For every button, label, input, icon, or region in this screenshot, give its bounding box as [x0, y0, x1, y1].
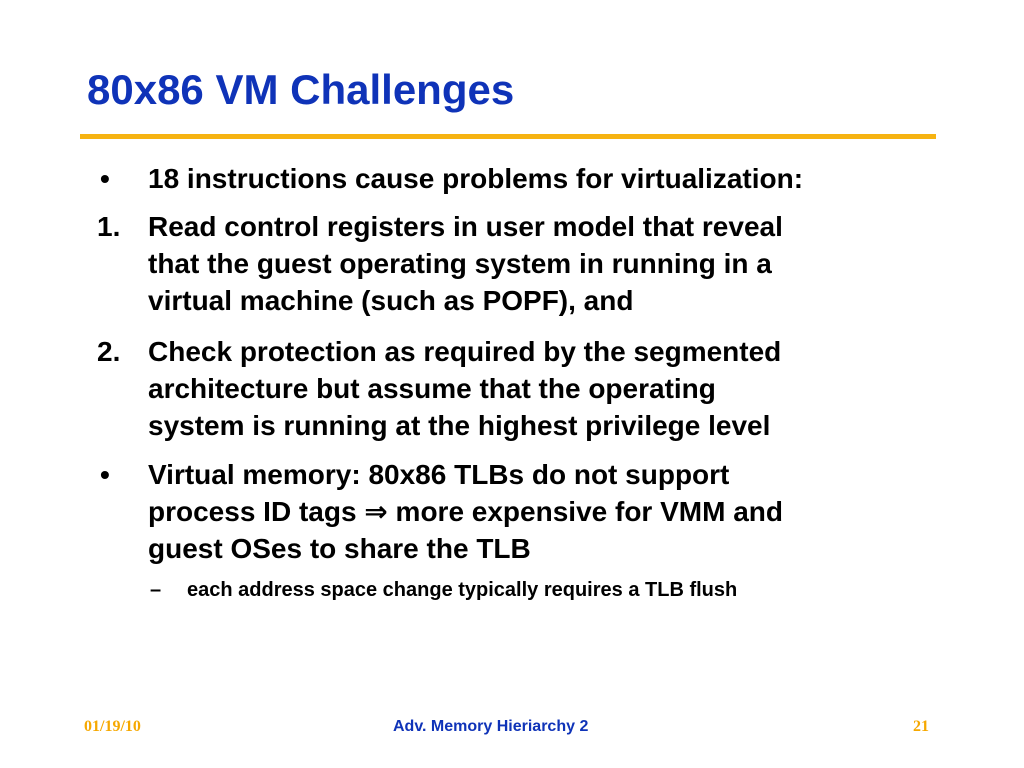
number-marker: 2. — [97, 336, 121, 367]
bullet-marker: • — [100, 459, 110, 490]
footer-title: Adv. Memory Hieriarchy 2 — [393, 718, 589, 735]
bullet-text-line: process ID tags ⇒ more expensive for VMM… — [148, 496, 783, 527]
bullet-text-line: 18 instructions cause problems for virtu… — [148, 163, 804, 194]
item-text-line: virtual machine (such as POPF), and — [148, 285, 634, 316]
number-marker: 1. — [97, 211, 121, 242]
item-text-line: Read control registers in user model tha… — [148, 211, 783, 242]
dash-marker: – — [150, 579, 162, 601]
footer-date: 01/19/10 — [84, 718, 141, 735]
slide-title: 80x86 VM Challenges — [87, 66, 515, 113]
sub-bullet-text: each address space change typically requ… — [187, 579, 738, 601]
bullet-text-line: guest OSes to share the TLB — [148, 533, 531, 564]
bullet-marker: • — [100, 163, 110, 194]
bullet-text-line: Virtual memory: 80x86 TLBs do not suppor… — [148, 459, 730, 490]
item-text-line: architecture but assume that the operati… — [148, 373, 716, 404]
page-number: 21 — [913, 718, 929, 735]
title-divider — [80, 134, 936, 139]
item-text-line: Check protection as required by the segm… — [148, 336, 782, 367]
item-text-line: system is running at the highest privile… — [148, 410, 771, 441]
item-text-line: that the guest operating system in runni… — [148, 248, 772, 279]
